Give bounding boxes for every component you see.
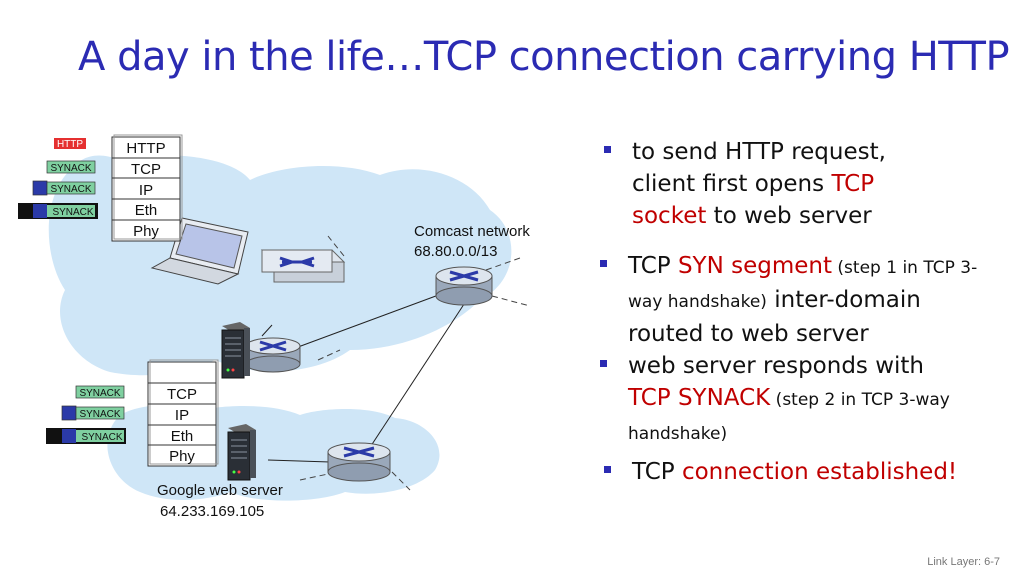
client-layer-eth: Eth — [135, 202, 158, 219]
comcast-network-label: Comcast network — [414, 223, 530, 240]
server-synack-ip: SYNACK — [79, 409, 120, 420]
client-layer-phy: Phy — [133, 223, 159, 240]
bullet-square-icon — [600, 260, 607, 267]
dhcp-server-icon — [221, 322, 250, 379]
google-server-label: Google web server — [157, 482, 283, 499]
comcast-router-icon — [435, 266, 493, 306]
slide-title: A day in the life…TCP connection carryin… — [78, 34, 1010, 80]
server-layer-phy: Phy — [169, 448, 195, 465]
server-synack-tcp: SYNACK — [79, 388, 120, 399]
comcast-subnet-label: 68.80.0.0/13 — [414, 243, 497, 260]
client-protocol-stack: HTTP TCP IP Eth Phy — [111, 134, 183, 242]
bullet-open-socket: to send HTTP request, client first opens… — [604, 136, 932, 232]
bullet-established: TCP connection established! — [604, 456, 1002, 488]
client-synack-ip: SYNACK — [50, 184, 91, 195]
client-synack-tcp: SYNACK — [50, 163, 91, 174]
client-layer-http: HTTP — [126, 140, 165, 157]
bullet-square-icon — [604, 146, 611, 153]
server-frames: SYNACK SYNACK SYNACK — [46, 385, 126, 444]
server-synack-eth: SYNACK — [81, 432, 122, 443]
bullet-square-icon — [600, 360, 607, 367]
google-ip-label: 64.233.169.105 — [160, 503, 264, 520]
bullet-syn-segment: TCP SYN segment (step 1 in TCP 3-way han… — [600, 250, 993, 350]
switch-icon — [260, 249, 346, 283]
slide-footer: Link Layer: 6-7 — [927, 556, 1000, 568]
client-frames: HTTP SYNACK SYNACK SYNACK — [18, 138, 98, 219]
server-layer-tcp: TCP — [167, 386, 197, 403]
network-diagram: HTTP TCP IP Eth Phy HTTP SYNACK SYNACK S… — [18, 134, 531, 520]
google-server-icon — [227, 424, 256, 481]
google-router-icon — [327, 442, 391, 482]
client-router-icon — [245, 337, 301, 373]
client-http-frame: HTTP — [57, 139, 83, 150]
client-layer-tcp: TCP — [131, 161, 161, 178]
client-layer-ip: IP — [139, 182, 153, 199]
server-protocol-stack: TCP IP Eth Phy — [147, 359, 219, 467]
server-layer-ip: IP — [175, 407, 189, 424]
client-synack-eth: SYNACK — [52, 207, 93, 218]
bullet-square-icon — [604, 466, 611, 473]
laptop-icon — [150, 217, 249, 285]
server-layer-eth: Eth — [171, 428, 194, 445]
dashed-links — [299, 235, 531, 491]
bullet-synack: web server responds with TCP SYNACK (ste… — [600, 350, 963, 450]
